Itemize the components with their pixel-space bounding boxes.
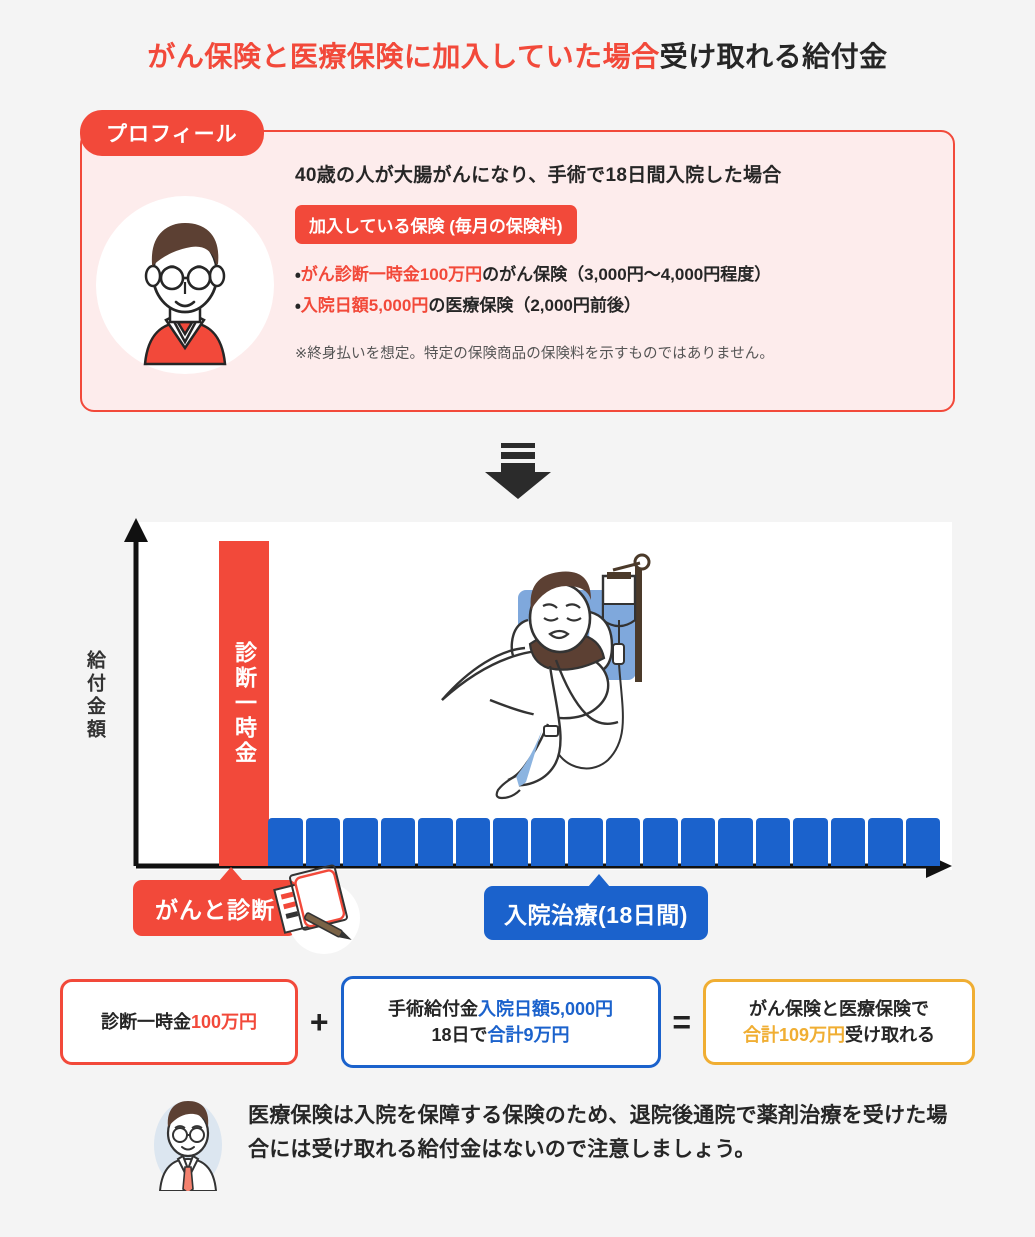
chart-bar-day-16 bbox=[830, 818, 865, 866]
bullet-mark-2: ・ bbox=[295, 296, 301, 316]
eq2-line2-plain: 18日で bbox=[431, 1025, 488, 1045]
eq2-line1-plain: 手術給付金 bbox=[387, 998, 478, 1019]
eq2-line2-highlight: 合計9万円 bbox=[487, 1025, 570, 1045]
eq2-line1-highlight: 入院日額5,000円 bbox=[477, 998, 614, 1019]
clipboard-pen-icon bbox=[273, 864, 360, 954]
chart-bar-day-14 bbox=[755, 818, 790, 866]
down-arrow-icon bbox=[483, 443, 553, 501]
chart-bar-day-4 bbox=[380, 818, 415, 866]
equation-equals-operator: = bbox=[672, 1003, 692, 1040]
chart-bar-day-1 bbox=[268, 818, 303, 866]
callout-hospitalization: 入院治療(18日間) bbox=[484, 874, 708, 940]
advisor-avatar-icon bbox=[154, 1101, 222, 1195]
profile-avatar bbox=[96, 196, 274, 374]
profile-badge: プロフィール bbox=[80, 110, 264, 156]
equation-row: 診断一時金100万円 + 手術給付金入院日額5,000円 18日で合計9万円 =… bbox=[60, 976, 975, 1068]
patient-in-bed-icon bbox=[441, 553, 651, 800]
eq2-line2: 18日で合計9万円 bbox=[388, 1022, 613, 1048]
chart-bar-day-2 bbox=[305, 818, 340, 866]
bullet-rest-2: の医療保険（2,000円前後） bbox=[428, 296, 641, 316]
page-title-rest: 受け取れる給付金 bbox=[659, 41, 888, 72]
chart-bar-day-18 bbox=[905, 818, 940, 866]
equation-box-hospitalization: 手術給付金入院日額5,000円 18日で合計9万円 bbox=[340, 976, 661, 1068]
clipboard-illustration bbox=[272, 864, 364, 956]
page-title: がん保険と医療保険に加入していた場合受け取れる給付金 bbox=[0, 35, 1035, 75]
hospital-patient-illustration bbox=[430, 548, 720, 823]
profile-body: 40歳の人が大腸がんになり、手術で18日間入院した場合 加入している保険 (毎月… bbox=[295, 160, 945, 363]
chart-bar-day-3 bbox=[343, 818, 378, 866]
eq3-line1: がん保険と医療保険で bbox=[748, 998, 929, 1019]
footer-text: 医療保険は入院を保障する保険のため、退院後通院で薬剤治療を受けた場合には受け取れ… bbox=[248, 1104, 948, 1161]
eq1-plain: 診断一時金 bbox=[100, 1011, 191, 1032]
eq1-highlight: 100万円 bbox=[190, 1011, 258, 1032]
callout-diagnosis: がんと診断 bbox=[133, 867, 297, 936]
chart-bar-day-12 bbox=[680, 818, 715, 866]
chart-bar-day-15 bbox=[793, 818, 828, 866]
equation-box-diagnosis: 診断一時金100万円 bbox=[60, 979, 298, 1065]
bullet-mark-1: ・ bbox=[295, 265, 301, 284]
insurance-badge: 加入している保険 (毎月の保険料) bbox=[295, 205, 577, 244]
chart-bar-day-10 bbox=[605, 818, 640, 866]
eq3-line2: 合計109万円受け取れる bbox=[743, 1022, 935, 1048]
bullet-item-2: ・入院日額5,000円の医療保険（2,000円前後） bbox=[295, 290, 945, 321]
chart-bar-day-7 bbox=[493, 818, 528, 866]
bullet-highlight-1: がん診断一時金100万円 bbox=[300, 265, 483, 284]
equation-box-total: がん保険と医療保険で 合計109万円受け取れる bbox=[703, 979, 975, 1065]
footer-note: 医療保険は入院を保障する保険のため、退院後通院で薬剤治療を受けた場合には受け取れ… bbox=[148, 1095, 968, 1195]
chart-bar-day-9 bbox=[568, 818, 603, 866]
eq2-line1: 手術給付金入院日額5,000円 bbox=[388, 996, 613, 1022]
eq3-line2-highlight: 合計109万円 bbox=[742, 1025, 846, 1045]
eq3-line2-plain: 受け取れる bbox=[845, 1025, 936, 1045]
chart-bar-diagnosis: 診断一時金 bbox=[219, 541, 269, 866]
chart-y-axis-label: 給付金額 bbox=[84, 650, 105, 742]
avatar-icon bbox=[96, 196, 274, 374]
profile-footnote: ※終身払いを想定。特定の保険商品の保険料を示すものではありません。 bbox=[295, 345, 775, 362]
bullet-item-1: ・がん診断一時金100万円のがん保険（3,000円〜4,000円程度） bbox=[295, 259, 945, 290]
page-title-highlight: がん保険と医療保険に加入していた場合 bbox=[147, 41, 660, 72]
chart-bars-hospitalization bbox=[268, 818, 940, 866]
chart-bar-day-13 bbox=[718, 818, 753, 866]
arrow-down-glyph bbox=[485, 443, 551, 499]
equation-plus-operator: + bbox=[309, 1003, 329, 1040]
chart-bar-day-17 bbox=[868, 818, 903, 866]
chart-bar-day-8 bbox=[530, 818, 565, 866]
chart-bar-diagnosis-label: 診断一時金 bbox=[232, 641, 257, 766]
chart-bar-day-6 bbox=[455, 818, 490, 866]
profile-heading: 40歳の人が大腸がんになり、手術で18日間入院した場合 bbox=[295, 165, 782, 186]
footer-avatar bbox=[148, 1095, 228, 1195]
chart-bar-day-11 bbox=[643, 818, 678, 866]
bullet-highlight-2: 入院日額5,000円 bbox=[300, 296, 429, 316]
chart-bar-day-5 bbox=[418, 818, 453, 866]
bullet-rest-1: のがん保険（3,000円〜4,000円程度） bbox=[482, 265, 772, 284]
